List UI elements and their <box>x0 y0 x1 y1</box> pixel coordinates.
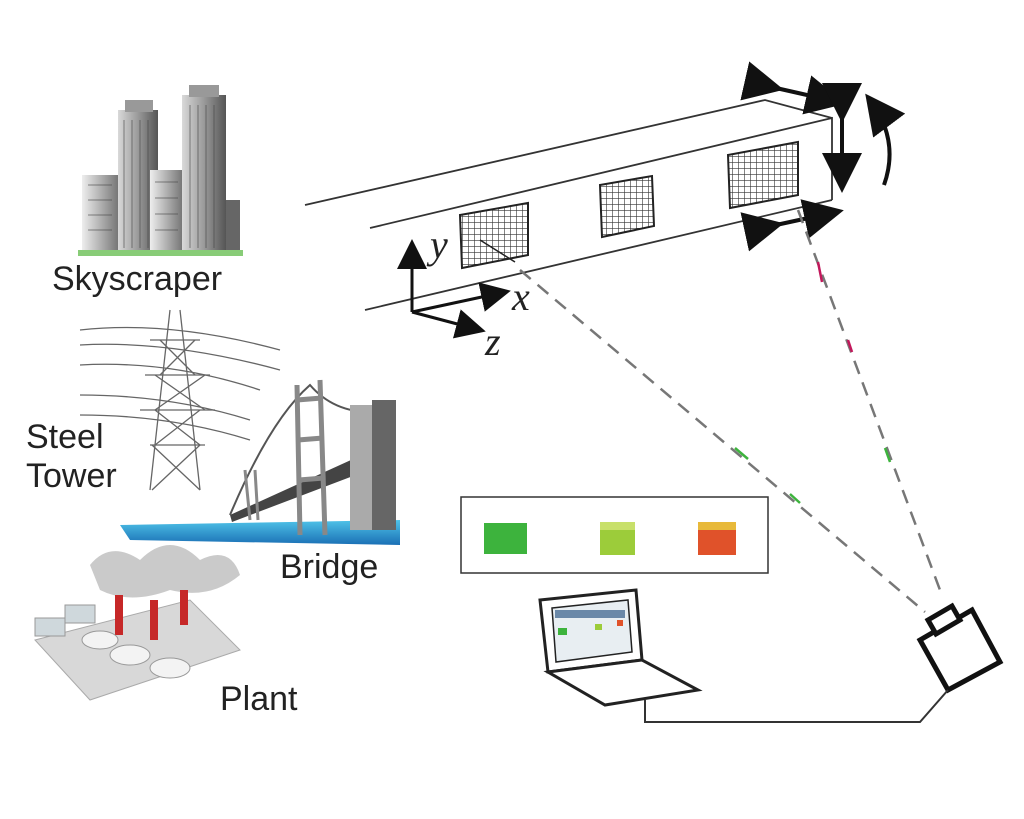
plant-illustration <box>34 545 241 701</box>
x-axis-label: x <box>511 274 530 319</box>
target-panel-1 <box>458 201 529 270</box>
steel-tower-illustration <box>79 309 281 491</box>
target-panel-2 <box>598 174 656 239</box>
result-swatch-green <box>484 523 527 554</box>
motion-arrows <box>740 61 906 252</box>
camera-cable <box>644 689 949 723</box>
skyscraper-illustration <box>78 85 243 256</box>
bridge-label: Bridge <box>280 548 379 586</box>
plant-label: Plant <box>220 680 298 718</box>
skyscraper-label: Skyscraper <box>52 260 223 298</box>
laptop-icon <box>538 588 703 707</box>
bridge-illustration <box>120 379 400 545</box>
y-axis-label: y <box>426 222 448 267</box>
z-axis-label: z <box>484 319 501 364</box>
target-panel-3 <box>726 140 799 210</box>
beam-structure <box>304 99 833 311</box>
coordinate-axes <box>397 239 511 339</box>
steel-tower-label: Steel Tower <box>26 418 117 496</box>
camera-sight-lines <box>519 209 942 613</box>
measurement-result-panel <box>460 496 769 574</box>
camera-icon <box>916 602 1004 694</box>
